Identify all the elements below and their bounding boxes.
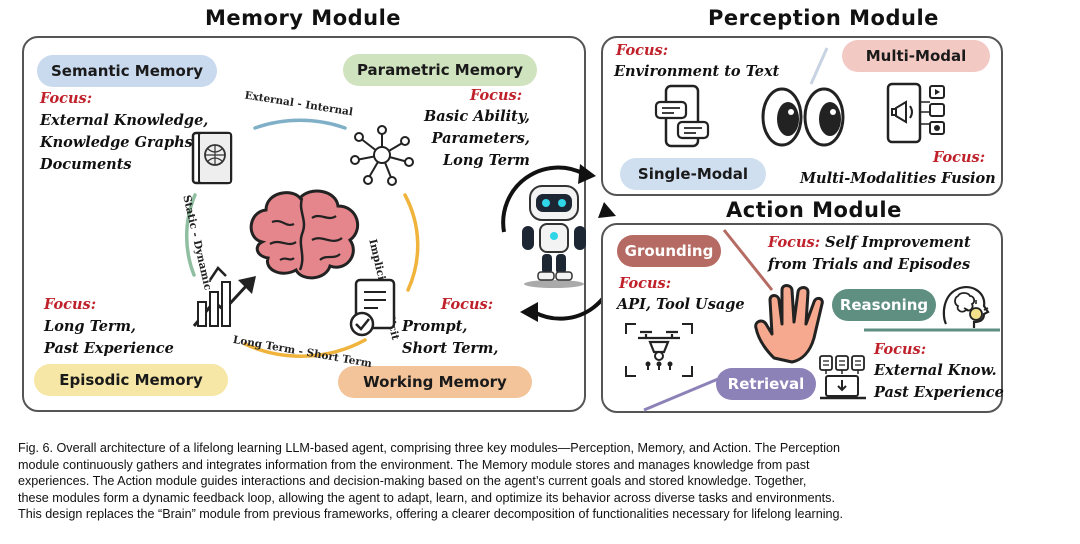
semantic-focus-text: External Knowledge, Knowledge Graphs, Do…: [40, 112, 209, 173]
brain-icon: [249, 189, 360, 280]
parametric-focus-text: Basic Ability, Parameters, Long Term: [424, 108, 530, 169]
growth-arrow-icon: [192, 266, 256, 327]
semantic-memory-pill: Semantic Memory: [37, 55, 217, 87]
phone-chat-icon: [654, 84, 710, 148]
document-check-icon: [349, 278, 396, 337]
grounding-focus-label: Focus:: [619, 275, 672, 292]
reasoning-focus-text: Focus: Self Improvement from Trials and …: [768, 234, 971, 273]
perception-right-text: Multi-Modalities Fusion: [800, 170, 996, 187]
book-icon: [191, 131, 233, 185]
working-memory-pill: Working Memory: [338, 366, 532, 398]
database-laptop-icon: [819, 355, 866, 400]
parametric-memory-pill: Parametric Memory: [343, 54, 537, 86]
working-focus-text: Prompt, Short Term,: [402, 318, 499, 357]
single-modal-pill: Single-Modal: [620, 158, 766, 190]
drone-icon: [625, 323, 693, 377]
memory-module-title: Memory Module: [205, 6, 402, 30]
episodic-memory-pill: Episodic Memory: [34, 364, 228, 396]
parametric-focus-label: Focus:: [470, 87, 523, 104]
perception-focus-left: Focus:: [616, 42, 669, 59]
multi-modal-pill: Multi-Modal: [842, 40, 990, 72]
semantic-focus-label: Focus:: [40, 90, 93, 107]
working-focus-label: Focus:: [441, 296, 494, 313]
divider-line: [809, 47, 829, 85]
eyes-icon: [761, 87, 845, 147]
retrieval-pill: Retrieval: [716, 368, 816, 400]
perception-focus-right: Focus:: [933, 149, 986, 166]
perception-left-text: Environment to Text: [614, 63, 780, 80]
perception-module-title: Perception Module: [708, 6, 939, 30]
action-module-title: Action Module: [726, 198, 902, 222]
multimedia-phone-icon: [886, 82, 945, 144]
retrieval-focus-label: Focus:: [874, 341, 927, 358]
episodic-focus-label: Focus:: [44, 296, 97, 313]
figure-caption: Fig. 6. Overall architecture of a lifelo…: [18, 441, 844, 521]
grounding-focus-text: API, Tool Usage: [617, 296, 745, 313]
retrieval-focus-text: External Know. Past Experience: [874, 362, 1004, 401]
hand-icon: [754, 284, 824, 364]
idea-head-icon: [942, 286, 990, 328]
network-icon: [350, 125, 414, 186]
episodic-focus-text: Long Term, Past Experience: [44, 318, 174, 357]
grounding-pill: Grounding: [617, 235, 721, 267]
memory-axes-ring: [184, 118, 420, 358]
action-divider-lines: [643, 229, 1000, 412]
reasoning-pill: Reasoning: [832, 289, 936, 321]
robot-icon: [522, 185, 586, 288]
